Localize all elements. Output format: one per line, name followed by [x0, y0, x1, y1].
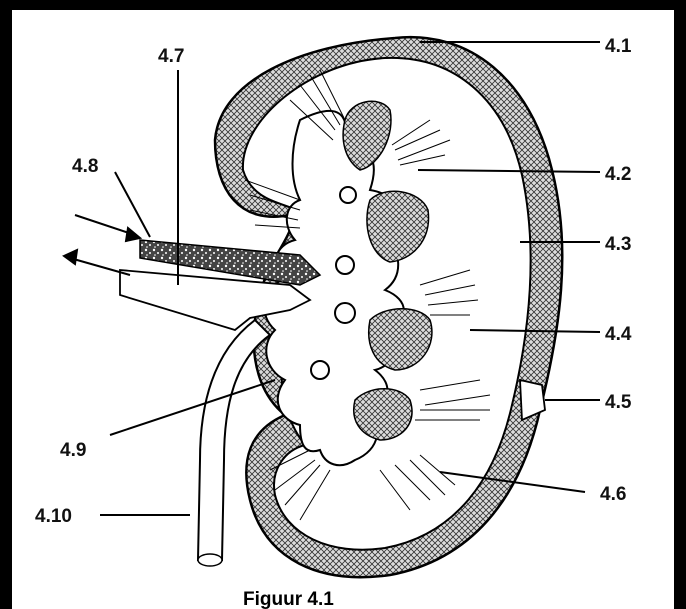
label-4-6: 4.6 [600, 484, 626, 505]
label-4-7: 4.7 [158, 46, 184, 67]
label-4-1: 4.1 [605, 36, 632, 57]
label-4-10: 4.10 [35, 506, 72, 527]
label-4-9: 4.9 [60, 440, 86, 461]
label-4-8: 4.8 [72, 156, 98, 177]
label-4-2: 4.2 [605, 164, 631, 185]
adrenal-knob [520, 380, 545, 420]
label-4-3: 4.3 [605, 234, 631, 255]
label-4-4: 4.4 [605, 324, 632, 345]
label-4-5: 4.5 [605, 392, 632, 413]
figure-caption: Figuur 4.1 [243, 589, 334, 609]
flow-arrows [64, 215, 140, 275]
